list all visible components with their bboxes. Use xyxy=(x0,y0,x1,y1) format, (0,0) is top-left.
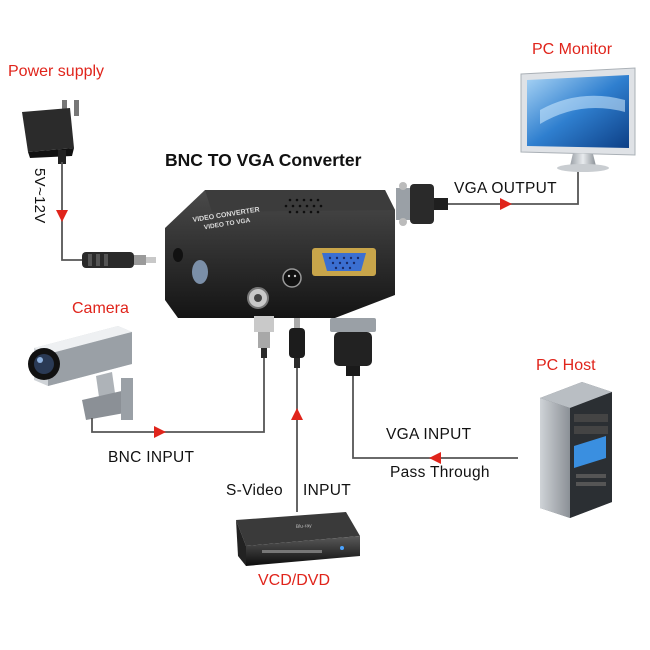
vga-output-arrow-icon xyxy=(500,198,512,210)
vga-input-line xyxy=(352,376,518,459)
converter-box-icon: VIDEO CONVERTER VIDEO TO VGA xyxy=(165,190,395,318)
bnc-input-line xyxy=(91,358,265,433)
bnc-input-label: BNC INPUT xyxy=(108,449,195,466)
vga-input-label: VGA INPUT xyxy=(386,426,472,443)
dvd-player-icon: Blu-ray xyxy=(236,512,360,566)
bnc-connector xyxy=(254,316,274,358)
vga-output-label: VGA OUTPUT xyxy=(454,180,557,197)
diagram-title: BNC TO VGA Converter xyxy=(165,150,362,170)
vga-input-connector xyxy=(330,318,376,376)
pc-host-label: PC Host xyxy=(536,357,596,374)
power-cable xyxy=(56,162,156,268)
bnc-input-arrow-icon xyxy=(154,426,166,438)
s-video-connector xyxy=(289,318,305,368)
vcd-dvd-label: VCD/DVD xyxy=(258,572,331,589)
vga-output-connector xyxy=(396,182,448,226)
camera-label: Camera xyxy=(72,300,129,317)
camera-icon xyxy=(28,326,133,420)
svg-text:Blu-ray: Blu-ray xyxy=(296,523,313,530)
power-supply-label: Power supply xyxy=(8,63,105,80)
voltage-label: 5V~12V xyxy=(31,168,48,224)
pc-tower-icon xyxy=(540,382,612,518)
pass-through-label: Pass Through xyxy=(390,464,490,481)
pc-monitor-label: PC Monitor xyxy=(532,41,613,58)
s-video-label: S-Video xyxy=(226,482,283,499)
vga-input-arrow-icon xyxy=(429,452,441,464)
power-arrow-icon xyxy=(56,210,68,222)
vga-output-line xyxy=(448,168,579,205)
s-video-input-label: INPUT xyxy=(303,482,351,499)
monitor-icon xyxy=(520,67,636,172)
s-video-arrow-icon xyxy=(291,408,303,420)
power-adapter-icon xyxy=(22,100,79,164)
